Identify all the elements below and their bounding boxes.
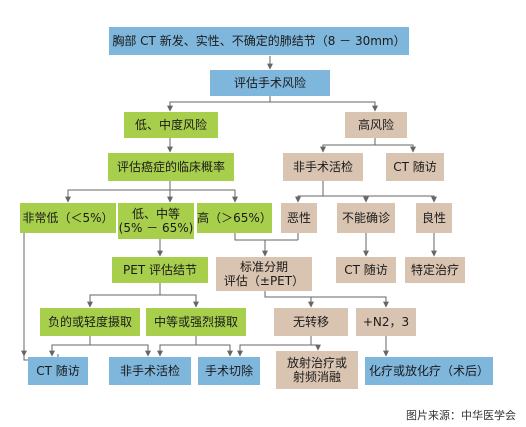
low-mid-probability-box: 低、中等 (5% － 65%) xyxy=(118,203,194,239)
high-risk-box: 高风险 xyxy=(345,112,407,138)
low-mid-risk-box: 低、中度风险 xyxy=(124,112,218,138)
moderate-strong-uptake-box: 中等或强烈摄取 xyxy=(146,308,246,336)
no-metastasis-box: 无转移 xyxy=(274,308,348,336)
pet-assessment-box: PET 评估结节 xyxy=(112,257,208,283)
surgical-resection-box: 手术切除 xyxy=(198,357,260,385)
image-credit: 图片来源：中华医学会 xyxy=(406,409,516,422)
high-probability-box: 高（＞65%） xyxy=(197,203,272,233)
very-low-probability-box: 非常低（＜5%） xyxy=(20,203,116,233)
uncertain-box: 不能确诊 xyxy=(337,203,395,233)
non-surgical-biopsy-box: 非手术活检 xyxy=(283,153,363,181)
negative-light-uptake-box: 负的或轻度摄取 xyxy=(40,308,140,336)
assess-risk-box: 评估手术风险 xyxy=(210,70,330,96)
non-surgical-biopsy-final-box: 非手术活检 xyxy=(109,357,191,385)
assess-probability-box: 评估癌症的临床概率 xyxy=(108,153,234,181)
n2-n3-box: +N2，3 xyxy=(356,308,416,336)
ct-follow-up-uncertain-box: CT 随访 xyxy=(336,257,396,283)
ct-follow-up-box: CT 随访 xyxy=(386,153,444,181)
chemotherapy-box: 化疗或放化疗（术后） xyxy=(365,357,493,385)
benign-box: 良性 xyxy=(416,203,452,233)
staging-assessment-box: 标准分期 评估（±PET） xyxy=(216,257,312,291)
start-box: 胸部 CT 新发、实性、不确定的肺结节（8 － 30mm） xyxy=(109,27,409,55)
specific-treatment-box: 特定治疗 xyxy=(405,257,465,283)
malignant-box: 恶性 xyxy=(281,203,317,233)
radiotherapy-ablation-box: 放射治疗或 射频消融 xyxy=(276,351,358,389)
ct-follow-up-final-box: CT 随访 xyxy=(28,357,88,385)
